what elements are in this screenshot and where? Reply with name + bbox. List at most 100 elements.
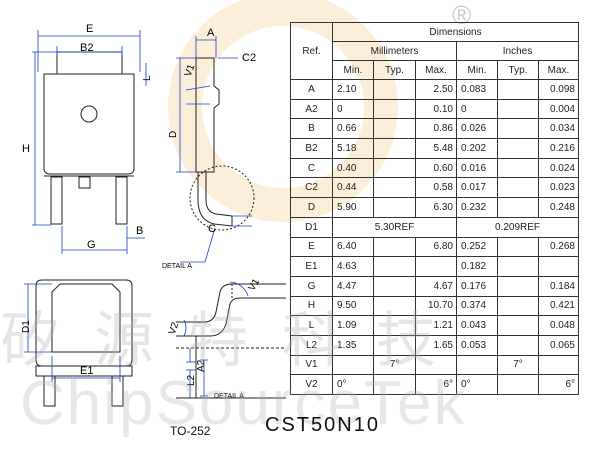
table-cell: 0.44 — [332, 177, 374, 199]
table-cell — [497, 236, 539, 258]
table-cell: B2 — [290, 138, 333, 159]
bottom-view-base — [35, 365, 133, 377]
table-cell: 7° — [373, 354, 416, 376]
table-cell: 0.86 — [415, 118, 457, 140]
side-view-lead — [197, 172, 233, 227]
table-cell — [373, 236, 416, 258]
inches-header: Inches — [456, 41, 579, 61]
table-cell: 0.065 — [538, 334, 579, 356]
table-cell: H — [290, 295, 333, 317]
table-cell: 0.421 — [538, 295, 579, 317]
table-cell: C2 — [290, 177, 333, 199]
table-cell: A — [290, 79, 333, 100]
table-cell: 0.252 — [456, 236, 498, 258]
table-cell: 5.48 — [415, 138, 457, 159]
table-cell: 0.004 — [538, 98, 579, 120]
table-cell: 4.63 — [332, 256, 374, 277]
table-cell: 0.209REF — [456, 216, 579, 238]
table-cell: 0.043 — [456, 315, 498, 336]
detail-a-circle — [189, 165, 255, 231]
table-cell: 6.80 — [415, 236, 457, 258]
table-cell — [373, 197, 416, 218]
label-detail-a: DETAIL A — [162, 263, 192, 270]
table-cell: 0.232 — [456, 197, 498, 218]
label-h: H — [22, 143, 30, 155]
table-cell: E1 — [290, 256, 333, 277]
table-cell: 10.70 — [415, 295, 457, 317]
table-cell — [497, 334, 539, 356]
table-cell — [373, 177, 416, 199]
table-cell: 0.374 — [456, 295, 498, 317]
table-cell — [497, 295, 539, 317]
table-cell — [497, 197, 539, 218]
label-e: E — [86, 23, 93, 35]
table-cell: 0.184 — [538, 275, 579, 297]
sub-header: Max. — [415, 60, 457, 80]
label-d: D — [168, 131, 179, 138]
table-cell — [497, 315, 539, 336]
lead-left — [50, 176, 63, 225]
lead-middle — [78, 176, 91, 189]
table-cell: 5.30REF — [332, 216, 457, 238]
table-cell: E — [290, 236, 333, 258]
table-cell — [373, 295, 416, 317]
label-detail-a-bottom: DETAIL A — [214, 393, 244, 400]
part-number: CST50N10 — [265, 414, 380, 436]
mounting-hole — [80, 105, 98, 123]
bottom-view-pad — [51, 283, 121, 353]
table-cell — [373, 157, 416, 179]
table-cell: B — [290, 118, 333, 140]
table-cell — [497, 374, 539, 395]
label-a: A — [207, 27, 215, 39]
table-cell — [415, 354, 457, 376]
table-cell: 6.40 — [332, 236, 374, 258]
bottom-lead-left — [43, 375, 56, 407]
table-cell — [373, 256, 416, 277]
sub-header: Min. — [456, 60, 498, 80]
table-cell: 0.023 — [538, 177, 579, 199]
table-cell — [538, 354, 579, 376]
table-cell: 2.10 — [332, 79, 374, 100]
dimensions-header: Dimensions — [332, 22, 579, 42]
label-v1-detail: V1 — [247, 276, 263, 292]
bottom-lead-right — [111, 375, 124, 407]
table-cell: 0.083 — [456, 79, 498, 100]
side-view-body — [195, 57, 220, 173]
top-view-tab — [56, 51, 123, 75]
table-cell — [497, 177, 539, 199]
table-cell — [373, 315, 416, 336]
sub-header: Typ. — [373, 60, 416, 80]
label-a2: A2 — [196, 359, 207, 372]
table-cell — [497, 256, 539, 277]
table-cell — [373, 334, 416, 356]
lead-right — [115, 176, 128, 225]
top-view-body — [43, 73, 135, 175]
table-cell: 5.90 — [332, 197, 374, 218]
label-c2: C2 — [242, 52, 256, 64]
table-cell: 0.016 — [456, 157, 498, 179]
table-cell — [497, 98, 539, 120]
sub-header: Typ. — [497, 60, 539, 80]
table-cell: 0° — [456, 374, 498, 395]
detail-lead-profile — [176, 283, 286, 323]
table-cell: 0.58 — [415, 177, 457, 199]
bottom-view-body — [35, 279, 133, 367]
table-cell: C — [290, 157, 333, 179]
table-cell — [497, 157, 539, 179]
label-b: B — [136, 225, 143, 237]
ref-header: Ref. — [290, 22, 333, 80]
table-cell — [373, 374, 416, 395]
label-l: L — [142, 75, 153, 81]
table-cell — [538, 256, 579, 277]
table-cell: 0.024 — [538, 157, 579, 179]
table-cell — [373, 79, 416, 100]
